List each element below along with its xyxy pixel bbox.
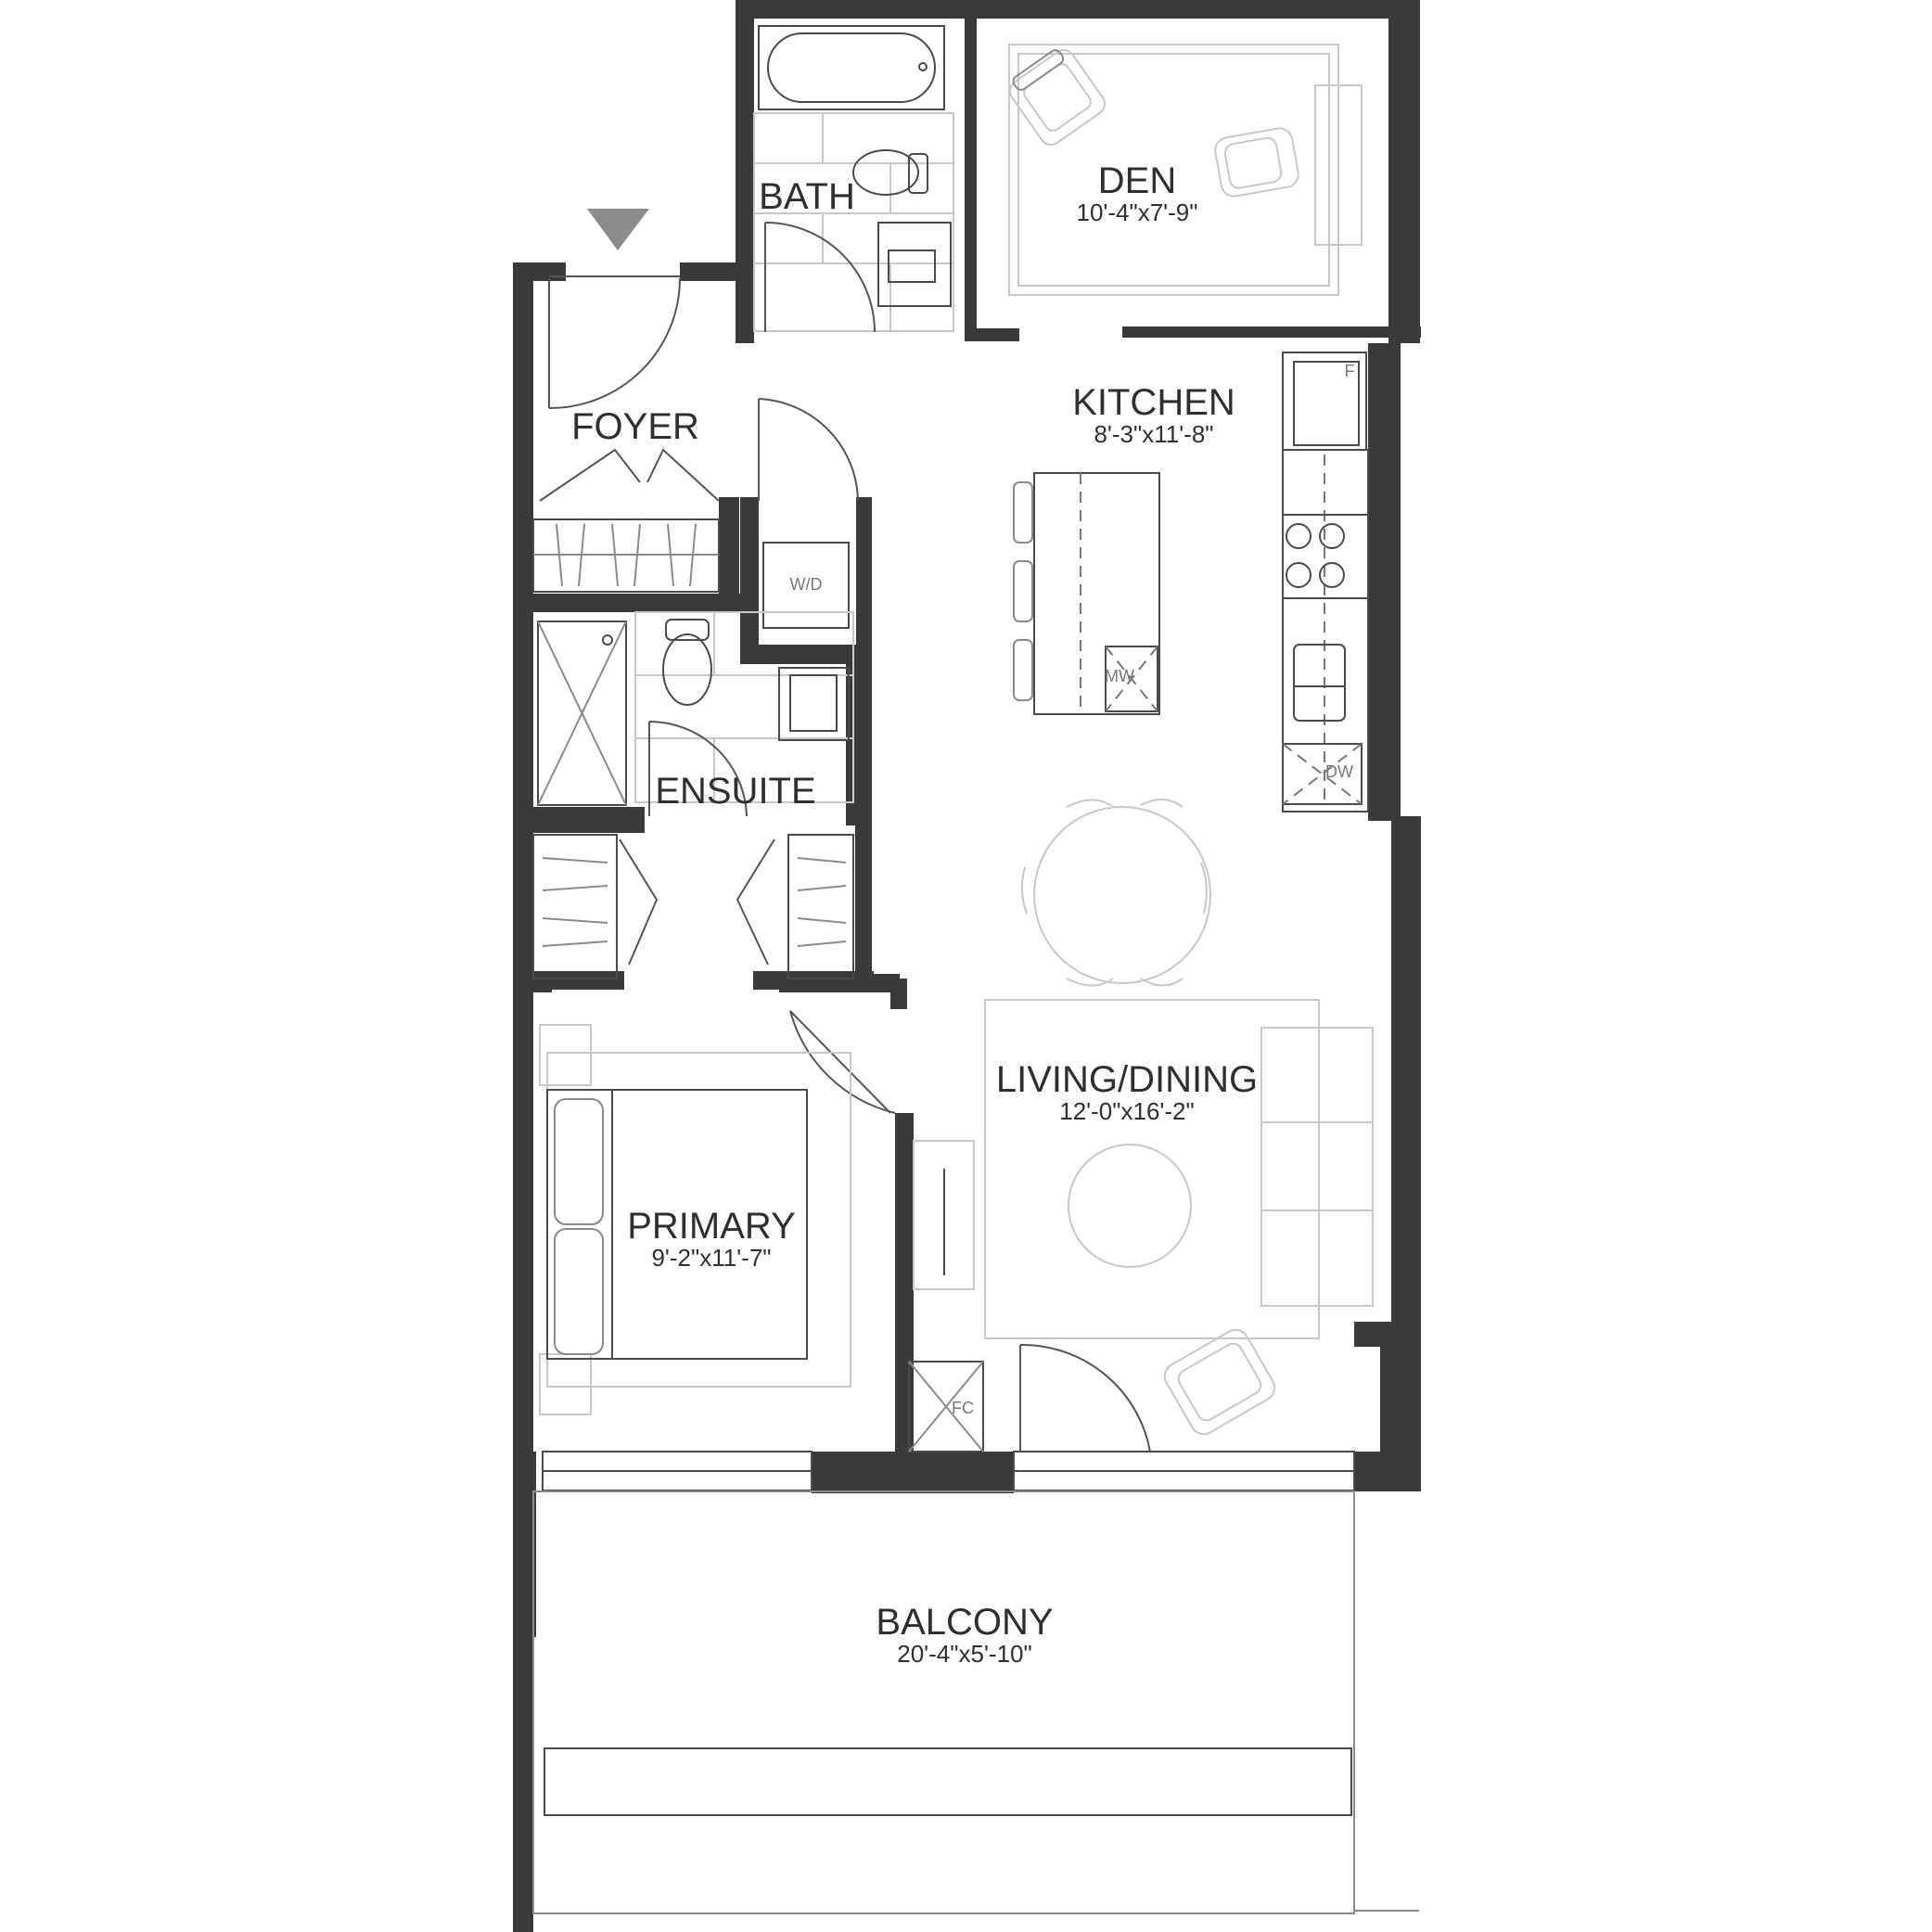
walls [513,0,1421,1932]
bath-label: BATH [759,176,855,217]
wardrobes [532,834,896,1114]
kitchen-dimensions: 8'-3"x11'-8" [1094,420,1213,448]
den-label: DEN [1098,160,1176,201]
living-dining-dimensions: 12'-0"x16'-2" [1059,1097,1194,1125]
kitchen-fixtures [1013,352,1369,812]
living-furniture [908,999,1374,1452]
foyer-details [532,209,859,629]
kitchen-label: KITCHEN [1072,382,1235,423]
den-dimensions: 10'-4"x7'-9" [1076,198,1197,226]
ensuite-fixtures [537,611,854,817]
dishwasher-label: DW [1325,762,1353,781]
living-dining-label: LIVING/DINING [996,1059,1258,1100]
room-labels: DEN 10'-4"x7'-9" BATH FOYER KITCHEN 8'-3… [571,160,1258,1668]
balcony [532,1491,1419,1914]
ensuite-label: ENSUITE [655,771,815,812]
foyer-label: FOYER [571,406,699,447]
bath-fixtures [753,25,954,333]
dining-table [1021,799,1211,987]
primary-bedroom-furniture [539,1024,851,1415]
fridge-label: F [1345,362,1355,380]
primary-dimensions: 9'-2"x11'-7" [651,1244,771,1272]
balcony-dimensions: 20'-4"x5'-10" [897,1640,1031,1668]
den-furniture [1008,44,1363,296]
primary-label: PRIMARY [627,1206,796,1247]
balcony-label: BALCONY [876,1602,1053,1643]
fixture-labels: W/D MW F DW FC [790,362,1355,1417]
microwave-label: MW [1105,667,1134,685]
fan-coil-label: FC [952,1399,974,1417]
washer-dryer-label: W/D [790,575,823,594]
entry-arrow-icon [587,209,649,250]
